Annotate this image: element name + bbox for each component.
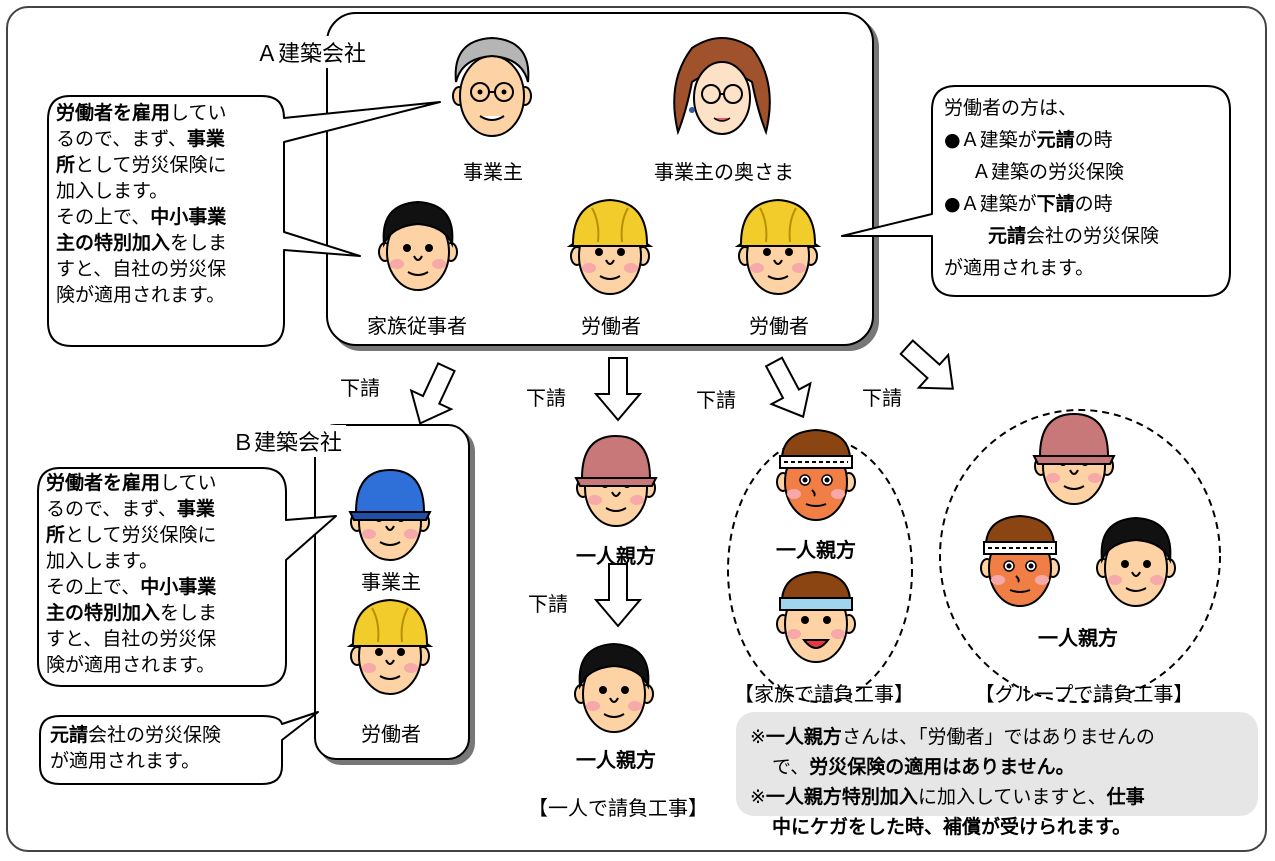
bubble-right bbox=[841, 85, 1231, 297]
bubble-left-b-text: 労働者を雇用してい るので、まず、事業 所として労災保険に 加入します。 その上… bbox=[46, 472, 218, 676]
hollow-arrow-icon bbox=[595, 357, 641, 421]
hollow-arrow-icon bbox=[891, 329, 969, 407]
subcontract-label-group: 下請 bbox=[862, 386, 902, 410]
oyakata-label-group: 一人親方 bbox=[1038, 626, 1118, 650]
subcontract-label-family: 下請 bbox=[696, 388, 736, 412]
bubble-left-a-text: 労働者を雇用してい るので、まず、事業 所として労災保険に 加入します。 その上… bbox=[56, 102, 228, 306]
young-man-face-icon bbox=[575, 644, 653, 732]
caption-a-family-worker: 家族従事者 bbox=[367, 314, 467, 338]
oyakata-label-family: 一人親方 bbox=[776, 538, 856, 562]
subcontract-label-solo-2: 下請 bbox=[528, 592, 568, 616]
elder-man-face-icon bbox=[452, 36, 532, 137]
company-b-label: Ｂ建築会社 bbox=[228, 425, 347, 457]
caption-group: 【グループで請負工事】 bbox=[974, 682, 1194, 706]
caption-a-worker-2: 労働者 bbox=[749, 314, 809, 338]
blueband-worker-face-icon bbox=[777, 572, 855, 662]
caption-b-worker: 労働者 bbox=[361, 722, 421, 746]
caption-solo: 【一人で請負工事】 bbox=[528, 796, 708, 820]
caption-a-worker-1: 労働者 bbox=[581, 314, 641, 338]
caption-a-owner-wife: 事業主の奥さま bbox=[654, 160, 794, 184]
hollow-arrow-icon bbox=[399, 356, 468, 434]
cap-worker-face-icon bbox=[576, 436, 656, 526]
oyakata-label-solo-1: 一人親方 bbox=[576, 544, 656, 568]
hollow-arrow-icon bbox=[753, 350, 824, 429]
bubble-moto-text: 元請会社の労災保険 が適用されます。 bbox=[50, 724, 222, 772]
headband-worker-face-icon bbox=[981, 516, 1059, 606]
oyakata-label-solo-2: 一人親方 bbox=[576, 748, 656, 772]
company-a-label: Ａ建築会社 bbox=[252, 36, 371, 68]
caption-family: 【家族で請負工事】 bbox=[734, 682, 914, 706]
bubble-right-text: 労働者の方は、 ●Ａ建築が元請の時 Ａ建築の労災保険 ●Ａ建築が下請の時 元請会… bbox=[944, 97, 1160, 279]
group-ellipse bbox=[939, 409, 1221, 703]
subcontract-label-b: 下請 bbox=[340, 376, 380, 400]
helmet-worker-face-icon bbox=[738, 200, 818, 294]
young-man-face-icon bbox=[379, 202, 457, 290]
subcontract-label-solo: 下請 bbox=[526, 386, 566, 410]
hollow-arrow-icon bbox=[595, 563, 641, 627]
headband-worker-face-icon bbox=[777, 430, 855, 520]
woman-face-icon bbox=[673, 37, 771, 136]
bubble-left-b bbox=[37, 467, 337, 687]
helmet-worker-face-icon bbox=[570, 200, 650, 294]
cap-worker-face-icon bbox=[1034, 414, 1114, 504]
caption-a-owner: 事業主 bbox=[463, 160, 523, 184]
caption-b-owner: 事業主 bbox=[361, 570, 421, 594]
bubble-moto bbox=[39, 711, 319, 785]
outer-frame bbox=[6, 6, 1267, 852]
bubble-left-a bbox=[47, 95, 441, 347]
note-box: ※一人親方さんは、「労働者」ではありませんの で、労災保険の適用はありません。 … bbox=[736, 712, 1258, 838]
blue-cap-owner-face-icon bbox=[348, 468, 432, 560]
young-man-face-icon bbox=[1097, 518, 1175, 606]
helmet-worker-face-icon bbox=[350, 600, 430, 694]
